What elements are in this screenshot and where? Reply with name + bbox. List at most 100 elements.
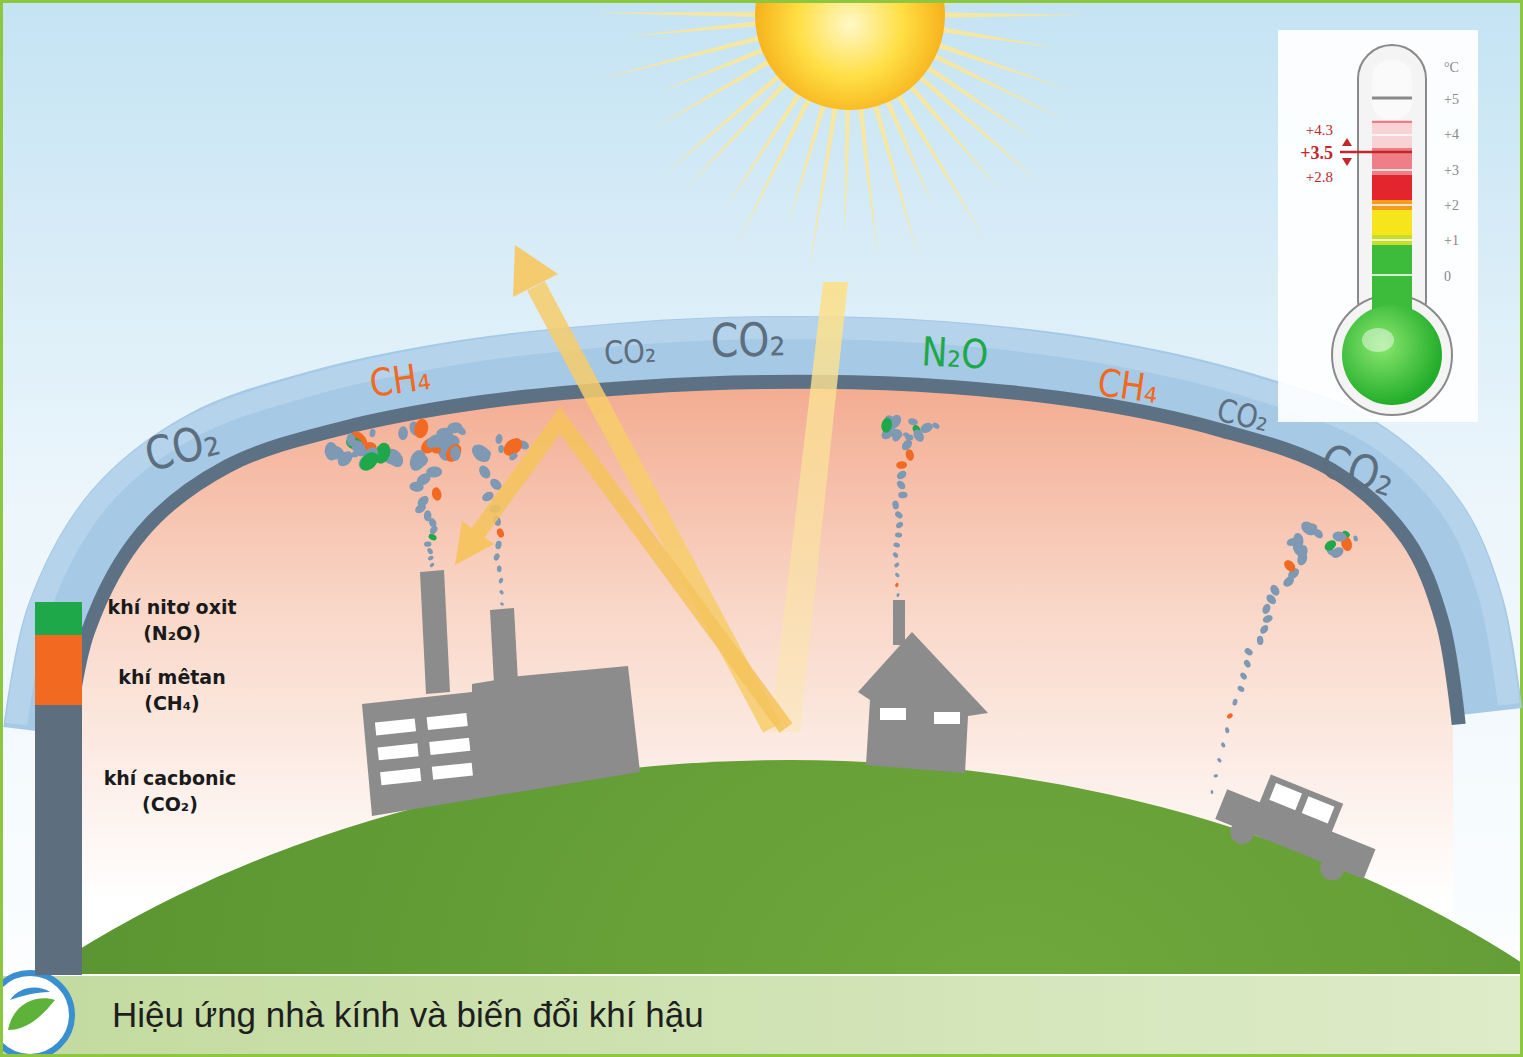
thermometer-bulb xyxy=(1342,305,1442,405)
gas-particle xyxy=(903,432,910,438)
gas-particle xyxy=(1239,671,1248,681)
gas-particle xyxy=(1256,635,1264,645)
legend-label: khí cacbonic (CO₂) xyxy=(88,766,252,817)
gas-particle xyxy=(432,447,441,454)
scale-tick xyxy=(1372,204,1412,206)
gas-particle xyxy=(497,565,502,572)
atmosphere-inner-edge xyxy=(67,382,1459,743)
forecast-marker xyxy=(1340,151,1412,154)
sun-ray xyxy=(925,50,1064,120)
gas-particle xyxy=(1232,698,1238,706)
thermometer-range xyxy=(1372,235,1412,245)
gas-particle xyxy=(900,438,914,453)
gas-label: CH₄ xyxy=(1095,363,1160,409)
radiation-arrows xyxy=(455,245,848,732)
factory-window xyxy=(429,738,470,755)
marker-arrow-down xyxy=(1342,158,1352,166)
title-bar-edge xyxy=(0,974,1523,976)
gas-particle xyxy=(500,602,505,606)
gas-particle xyxy=(894,510,904,520)
thermometer-range xyxy=(1372,120,1412,148)
car-wheel xyxy=(1317,853,1348,884)
scale-label: +5 xyxy=(1444,93,1459,107)
thermometer-range xyxy=(1372,200,1412,210)
legend-label: khí nitơ oxit (N₂O) xyxy=(90,595,254,646)
scale-label: +4.3 xyxy=(1306,123,1333,138)
sun-ray xyxy=(684,75,794,191)
sun-ray xyxy=(903,78,1000,191)
gas-label: CO₂ xyxy=(1315,437,1400,504)
gas-particle xyxy=(1292,532,1305,548)
car-window xyxy=(1302,796,1335,823)
sun-ray xyxy=(870,96,919,262)
gas-particle xyxy=(893,542,901,548)
scale-tick xyxy=(1372,239,1412,241)
factory-body xyxy=(362,666,640,816)
sun-ray xyxy=(891,86,985,240)
sun-ray xyxy=(653,55,778,129)
scale-label: +4 xyxy=(1444,128,1459,142)
scale-tick xyxy=(1372,274,1412,276)
gas-particle xyxy=(1282,558,1298,574)
gas-particle xyxy=(931,422,940,430)
gas-particle xyxy=(1268,583,1281,597)
gas-particle xyxy=(496,527,506,538)
gas-particle xyxy=(350,451,359,458)
gas-particle xyxy=(1262,614,1274,625)
legend-swatch xyxy=(35,705,82,975)
factory-window xyxy=(375,718,416,735)
car-cabin xyxy=(1258,775,1343,836)
logo-leaf xyxy=(8,998,55,1030)
gas-particle xyxy=(477,463,493,480)
factory-window xyxy=(377,743,418,760)
arrow-head xyxy=(455,521,494,565)
gas-particle xyxy=(369,428,376,437)
gas-particle xyxy=(508,451,519,461)
gas-particle xyxy=(892,551,899,558)
gas-particle xyxy=(893,562,900,569)
gas-particle xyxy=(1216,757,1222,763)
house-body xyxy=(858,632,988,773)
house xyxy=(858,600,988,773)
gas-particle xyxy=(1259,623,1270,635)
legend-swatch xyxy=(35,602,82,635)
thermometer-empty xyxy=(1372,60,1412,120)
legend-label: khí mêtan (CH₄) xyxy=(90,665,254,716)
bulb-highlight xyxy=(1362,328,1394,352)
gas-particle xyxy=(335,448,356,469)
gas-particle xyxy=(398,426,408,440)
gas-particle xyxy=(409,452,430,471)
scale-label: 0 xyxy=(1444,270,1451,284)
gas-particle xyxy=(1236,685,1245,693)
sun-ray xyxy=(845,100,851,237)
gas-particle xyxy=(896,593,900,598)
gas-particle xyxy=(1323,538,1339,553)
title: Hiệu ứng nhà kính và biến đổi khí hậu xyxy=(112,994,704,1036)
sun-ray xyxy=(737,90,815,244)
gas-particle xyxy=(412,417,430,439)
house-window xyxy=(934,712,960,724)
gas-particle xyxy=(911,428,926,444)
arrow-head xyxy=(513,245,558,297)
gas-particle xyxy=(896,461,907,469)
gas-particle xyxy=(892,500,900,510)
sun-ray xyxy=(788,96,828,225)
sun-ray xyxy=(589,11,765,17)
title-bar xyxy=(0,975,1523,1057)
factory-window xyxy=(427,713,468,730)
gas-particle xyxy=(499,589,505,595)
sun-ray xyxy=(662,68,787,176)
atmosphere-layer xyxy=(34,347,1491,731)
thermometer-range xyxy=(1372,210,1412,235)
factory-chimney xyxy=(420,570,450,694)
gas-particle xyxy=(443,441,465,465)
scale-tick xyxy=(1372,134,1412,136)
scale-tick xyxy=(1372,122,1412,123)
gas-label: CO₂ xyxy=(1214,394,1272,437)
thermometer-bulb-outline xyxy=(1332,295,1452,415)
gas-particle xyxy=(495,540,502,550)
gas-particle xyxy=(895,469,908,481)
marker-arrow-up xyxy=(1342,138,1352,146)
scale-label: +2 xyxy=(1444,199,1459,213)
